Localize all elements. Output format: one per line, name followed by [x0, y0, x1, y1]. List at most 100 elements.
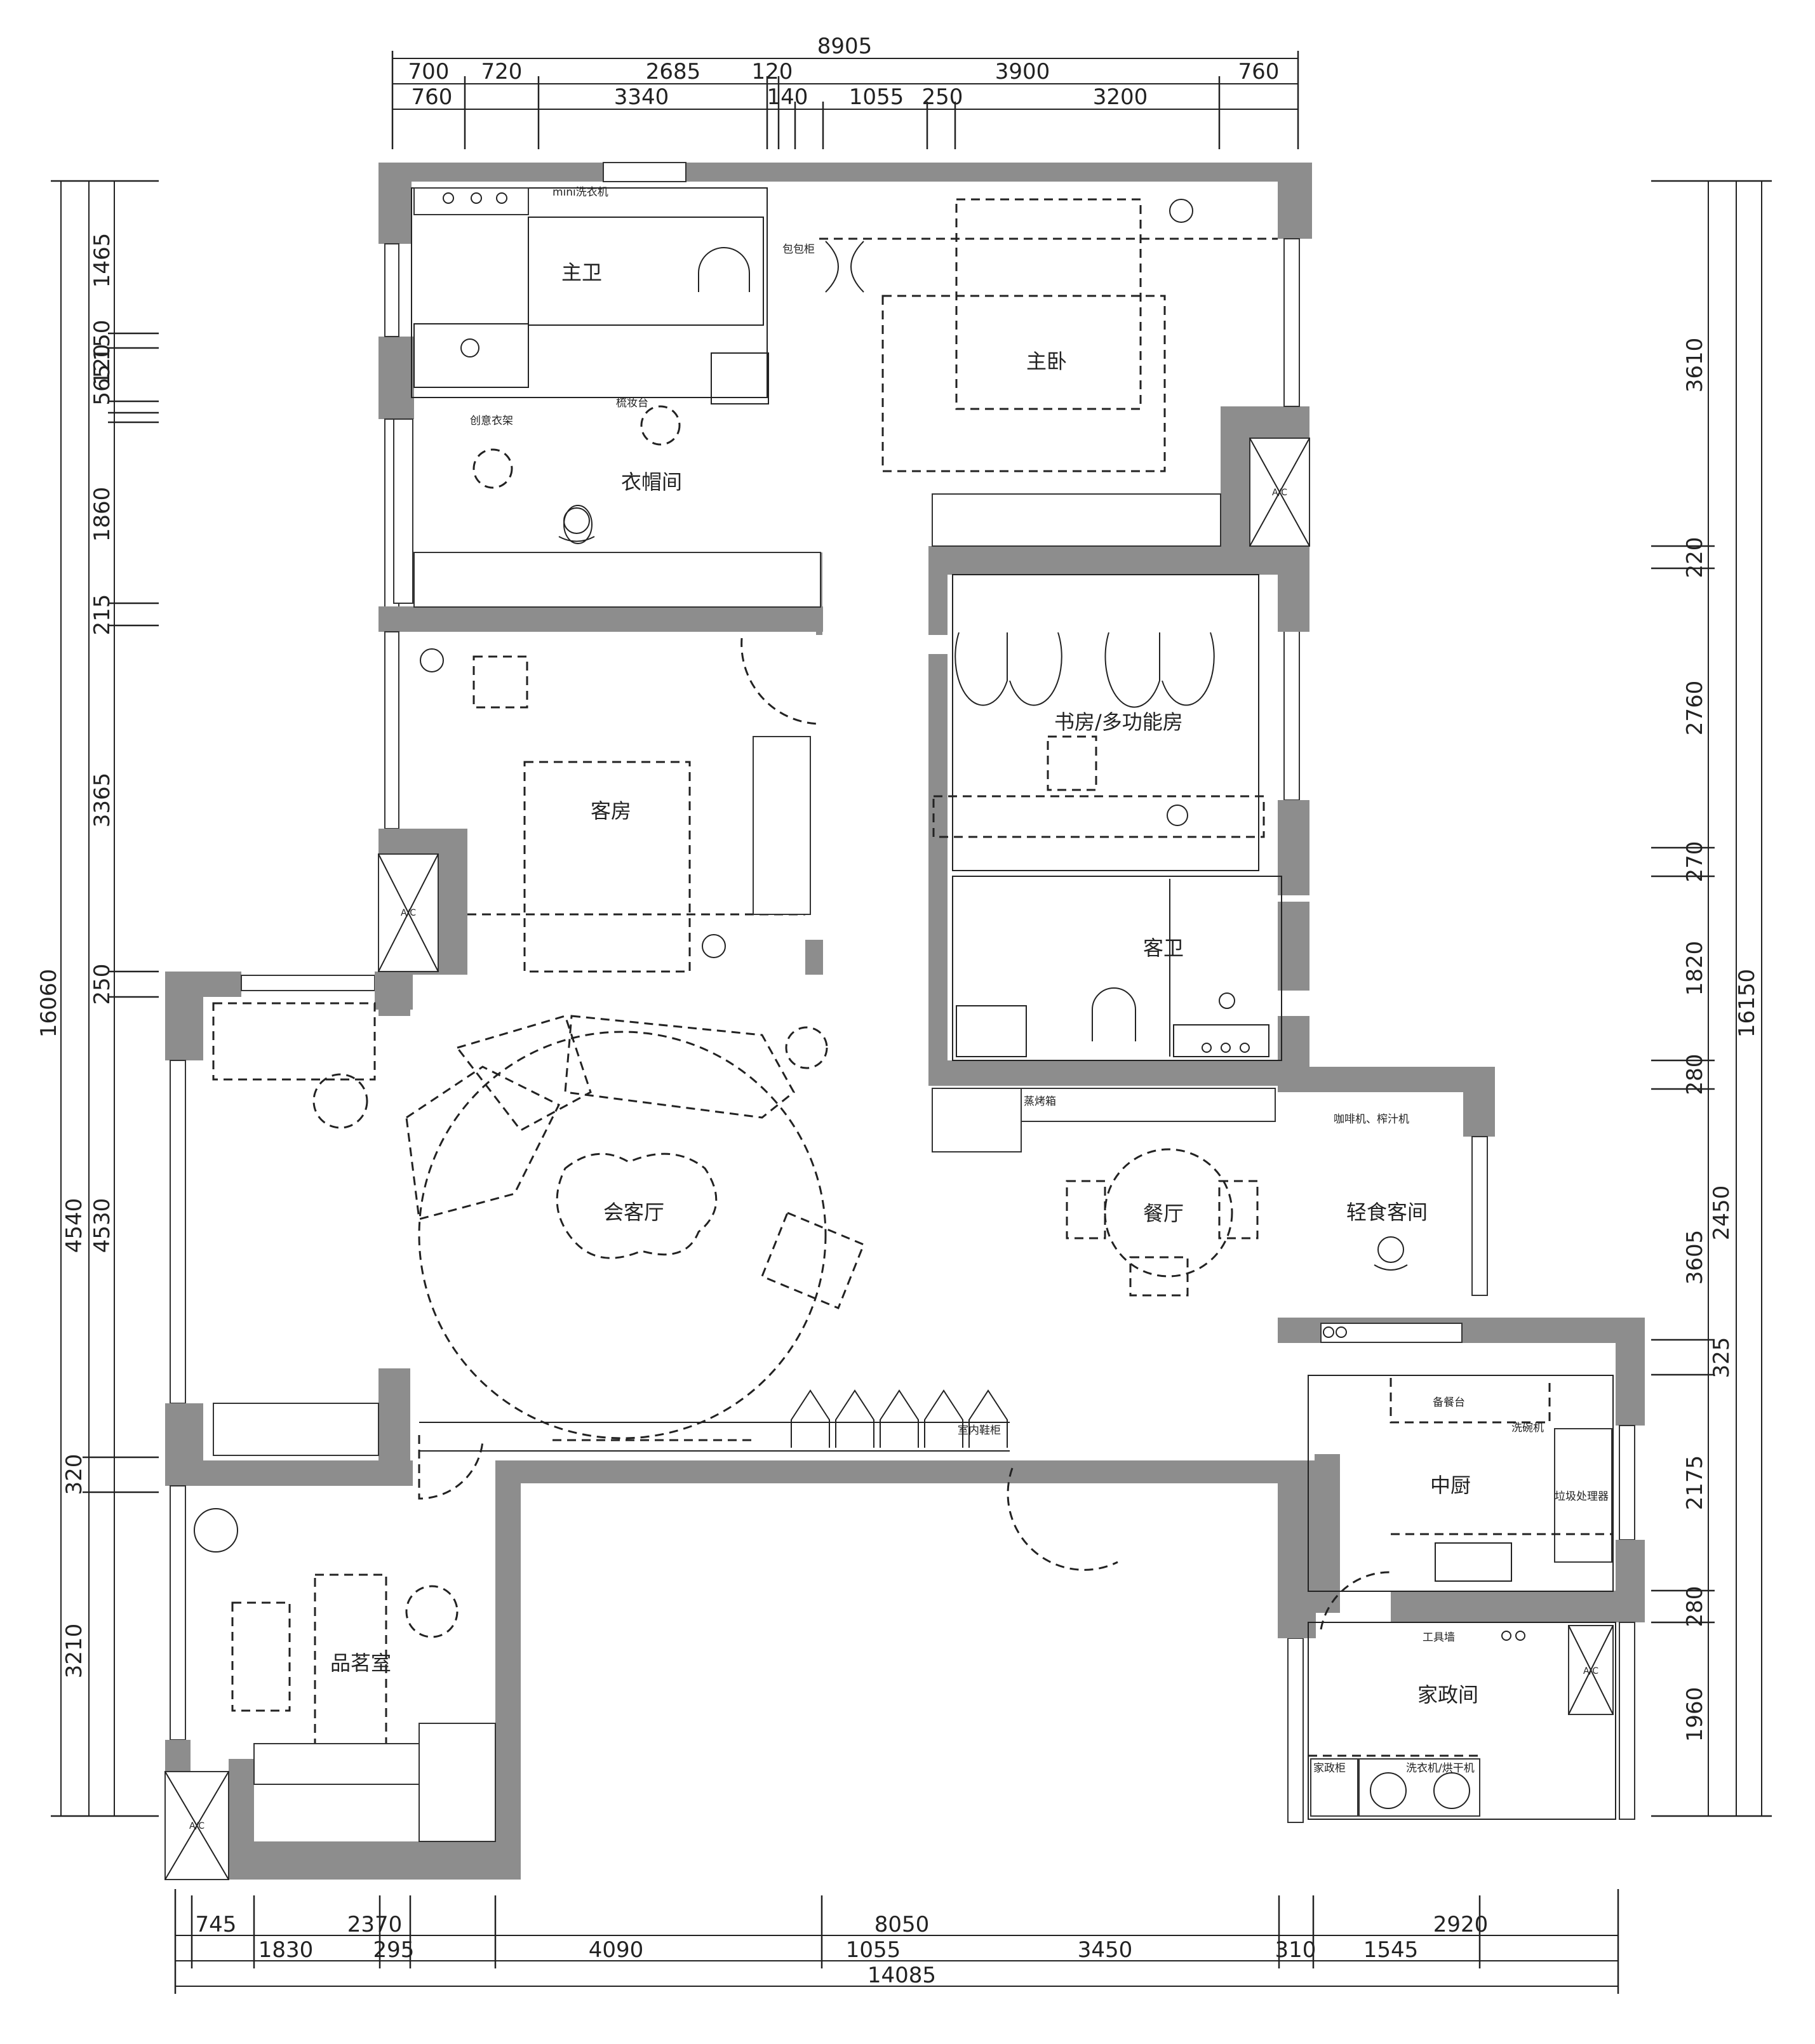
- study: 书房/多功能房: [932, 574, 1265, 871]
- person-icon: [1374, 1236, 1408, 1271]
- dim-bottom-r2: 1055: [846, 1937, 901, 1963]
- dim-bottom-r2: 1545: [1363, 1937, 1419, 1963]
- bottom-dimensions: 745 2370 8050 2920 1830 295 4090 1055 34…: [174, 1889, 1619, 1994]
- dim-left-upper: 120: [90, 344, 115, 385]
- dim-right-inner: 2450: [1709, 1186, 1734, 1241]
- room-master-bed: 主卧: [1026, 349, 1067, 373]
- dim-right-total: 16150: [1734, 969, 1760, 1038]
- dim-top-r2: 250: [922, 84, 963, 110]
- room-study: 书房/多功能房: [1054, 710, 1183, 734]
- dim-bottom-r1: 8050: [874, 1912, 930, 1937]
- dim-left-upper: 1860: [90, 487, 115, 542]
- dim-right-outer: 280: [1682, 1586, 1708, 1627]
- dim-right-outer: 3610: [1682, 338, 1708, 393]
- dim-left-lower: 4530: [90, 1198, 115, 1253]
- dim-left-lower: 320: [62, 1454, 87, 1495]
- ac-label: A/C: [401, 908, 416, 918]
- room-guest: 客房: [591, 799, 631, 823]
- room-light-kitchen: 轻食客间: [1346, 1200, 1428, 1224]
- dim-bottom-r2: 295: [373, 1937, 415, 1963]
- dim-left-upper: 1465: [90, 233, 115, 288]
- top-dimensions: 8905 700 720 2685 120 3900 760 760 3340 …: [391, 34, 1299, 149]
- room-kitchen: 中厨: [1430, 1473, 1471, 1497]
- washer-dryer-label: 洗衣机/烘干机: [1406, 1762, 1475, 1775]
- tool-wall-label: 工具墙: [1423, 1631, 1455, 1644]
- room-master-bath: 主卫: [561, 260, 602, 284]
- ac-label: A/C: [1583, 1666, 1598, 1676]
- ac-unit: A/C: [1249, 438, 1310, 547]
- ac-units: A/C A/C A/C A/C: [164, 438, 1614, 1880]
- person-icon: [558, 507, 595, 542]
- dim-left-upper: 3365: [90, 773, 115, 828]
- room-tea: 品茗室: [330, 1651, 391, 1675]
- dim-bottom-r1: 745: [196, 1912, 237, 1937]
- ac-unit: A/C: [1568, 1625, 1614, 1715]
- dim-right-outer: 280: [1682, 1054, 1708, 1095]
- dim-right-outer: 270: [1682, 841, 1708, 883]
- room-living: 会客厅: [603, 1200, 664, 1224]
- prep-table-label: 备餐台: [1433, 1396, 1465, 1409]
- dim-top-r1: 120: [752, 59, 793, 84]
- dim-top-r2: 3340: [614, 84, 669, 110]
- shoe-cabinet-label: 室内鞋柜: [958, 1424, 1001, 1437]
- dim-left-upper: 150: [90, 320, 115, 361]
- right-dimensions: 16150 3610 220 2760 270 1820 280 3605 21…: [1651, 180, 1772, 1817]
- dim-bottom-r2: 4090: [589, 1937, 644, 1963]
- dim-top-r1: 700: [408, 59, 450, 84]
- dim-top-r1: 3900: [995, 59, 1050, 84]
- dim-right-outer: 1960: [1682, 1687, 1708, 1742]
- dim-left-lower: 4540: [62, 1198, 87, 1253]
- room-guest-bath: 客卫: [1143, 936, 1184, 960]
- dim-bottom-r2: 3450: [1078, 1937, 1133, 1963]
- dim-left-upper: 250: [90, 964, 115, 1005]
- living-room: 会客厅: [212, 1002, 865, 1456]
- dim-bottom-r2: 310: [1275, 1937, 1316, 1963]
- dim-top-r1: 760: [1238, 59, 1280, 84]
- dim-top-r1: 720: [481, 59, 523, 84]
- dim-bottom-r1: 2370: [347, 1912, 403, 1937]
- dim-bottom-r2: 1830: [258, 1937, 314, 1963]
- dishwasher-label: 洗碗机: [1511, 1422, 1544, 1434]
- dim-top-r2: 3200: [1093, 84, 1148, 110]
- guest-room: 客房: [420, 638, 820, 973]
- tea-room: 品茗室: [194, 1435, 496, 1842]
- dim-right-inner: 325: [1709, 1337, 1734, 1379]
- room-dining: 餐厅: [1143, 1201, 1184, 1226]
- dim-right-outer: 1820: [1682, 941, 1708, 996]
- master-bedroom: 包包柜 主卧: [782, 198, 1278, 472]
- dim-top-r2: 1055: [849, 84, 904, 110]
- bag-cabinet-label: 包包柜: [782, 243, 815, 256]
- dim-bottom-r1: 2920: [1433, 1912, 1489, 1937]
- utility-room: 工具墙 家政间 家政柜 洗衣机/烘干机: [1308, 1571, 1616, 1820]
- dim-right-outer: 3605: [1682, 1230, 1708, 1285]
- dim-bottom-total: 14085: [867, 1963, 936, 1988]
- left-dimensions: 16060 1465 150 120 565 1860 215 3365 250…: [36, 180, 159, 1817]
- ac-unit: A/C: [164, 1771, 229, 1880]
- ac-label: A/C: [1272, 488, 1287, 498]
- dim-right-outer: 2760: [1682, 681, 1708, 736]
- mini-washer-label: mini洗衣机: [553, 186, 608, 199]
- kitchen: 备餐台 洗碗机 垃圾处理器 中厨: [1308, 1375, 1614, 1592]
- vanity-label: 梳妆台: [616, 397, 648, 410]
- dim-right-outer: 2175: [1682, 1455, 1708, 1511]
- shoe-cabinet: 室内鞋柜: [419, 1389, 1118, 1571]
- disposer-label: 垃圾处理器: [1555, 1490, 1609, 1503]
- dim-left-upper: 215: [90, 594, 115, 636]
- dim-top-r1: 2685: [646, 59, 701, 84]
- dim-top-r2: 760: [412, 84, 453, 110]
- ac-unit: A/C: [378, 853, 439, 972]
- house-cabinet-label: 家政柜: [1313, 1762, 1346, 1775]
- room-utility: 家政间: [1417, 1683, 1478, 1707]
- guest-bath: 客卫: [952, 876, 1282, 1061]
- dining-area: 蒸烤箱 咖啡机、榨汁机 餐厅 轻食客间: [932, 1088, 1463, 1343]
- ac-label: A/C: [189, 1821, 204, 1831]
- dim-top-total: 8905: [817, 34, 873, 59]
- dim-left-lower: 3210: [62, 1624, 87, 1679]
- room-wardrobe: 衣帽间: [621, 470, 682, 494]
- hanger-label: 创意衣架: [470, 415, 513, 427]
- dim-left-total: 16060: [36, 969, 62, 1038]
- dim-right-outer: 220: [1682, 537, 1708, 578]
- steam-oven-label: 蒸烤箱: [1024, 1095, 1056, 1108]
- coffee-label: 咖啡机、榨汁机: [1334, 1113, 1409, 1126]
- wardrobe: 衣帽间: [393, 405, 1221, 608]
